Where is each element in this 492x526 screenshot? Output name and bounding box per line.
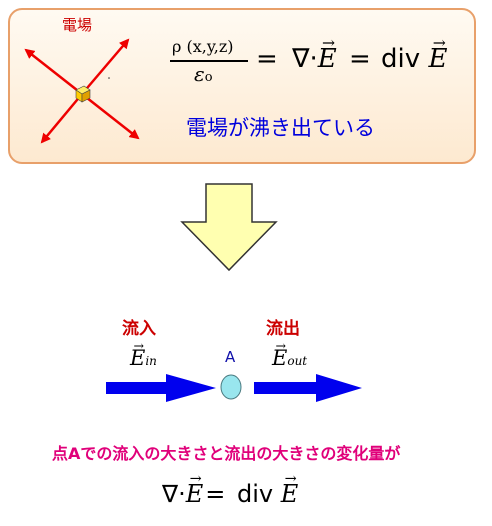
vector-E-out: Eout xyxy=(272,346,307,370)
outflow-label: 流出 xyxy=(266,319,300,339)
caption-field-diverging: 電場が沸き出ている xyxy=(186,116,375,140)
nabla-symbol: ∇ xyxy=(292,44,310,74)
denominator-epsilon: εo xyxy=(194,62,213,86)
point-A xyxy=(220,374,242,400)
point-label-A: A xyxy=(225,348,236,366)
numerator-rho: ρ (x,y,z) xyxy=(172,37,234,56)
inflow-label: 流入 xyxy=(122,319,156,339)
top-equation: = ∇·E = div E xyxy=(256,44,447,74)
arrow-lower-left xyxy=(40,93,83,144)
outflow-arrow xyxy=(254,374,362,402)
vector-E-in: Ein xyxy=(130,346,157,370)
arrow-lower-right xyxy=(81,93,140,140)
cube-icon xyxy=(75,85,91,103)
inflow-arrow xyxy=(106,374,216,402)
bottom-equation: ∇·E= div E xyxy=(162,480,298,508)
statement-text: 点Aでの流入の大きさと流出の大きさの変化量が xyxy=(52,444,401,463)
fraction-line xyxy=(170,60,248,62)
down-arrow-icon xyxy=(180,183,278,272)
vector-E-div: E xyxy=(428,44,447,74)
vector-E: E xyxy=(318,44,337,74)
arrow-upper-right xyxy=(81,38,130,95)
arrow-upper-left xyxy=(24,48,83,95)
field-label: 電場 xyxy=(62,16,93,34)
divergence-box xyxy=(8,8,476,164)
nabla-symbol-bottom: ∇ xyxy=(162,480,179,508)
flow-diagram xyxy=(106,374,362,402)
diverging-field-diagram xyxy=(24,38,140,144)
